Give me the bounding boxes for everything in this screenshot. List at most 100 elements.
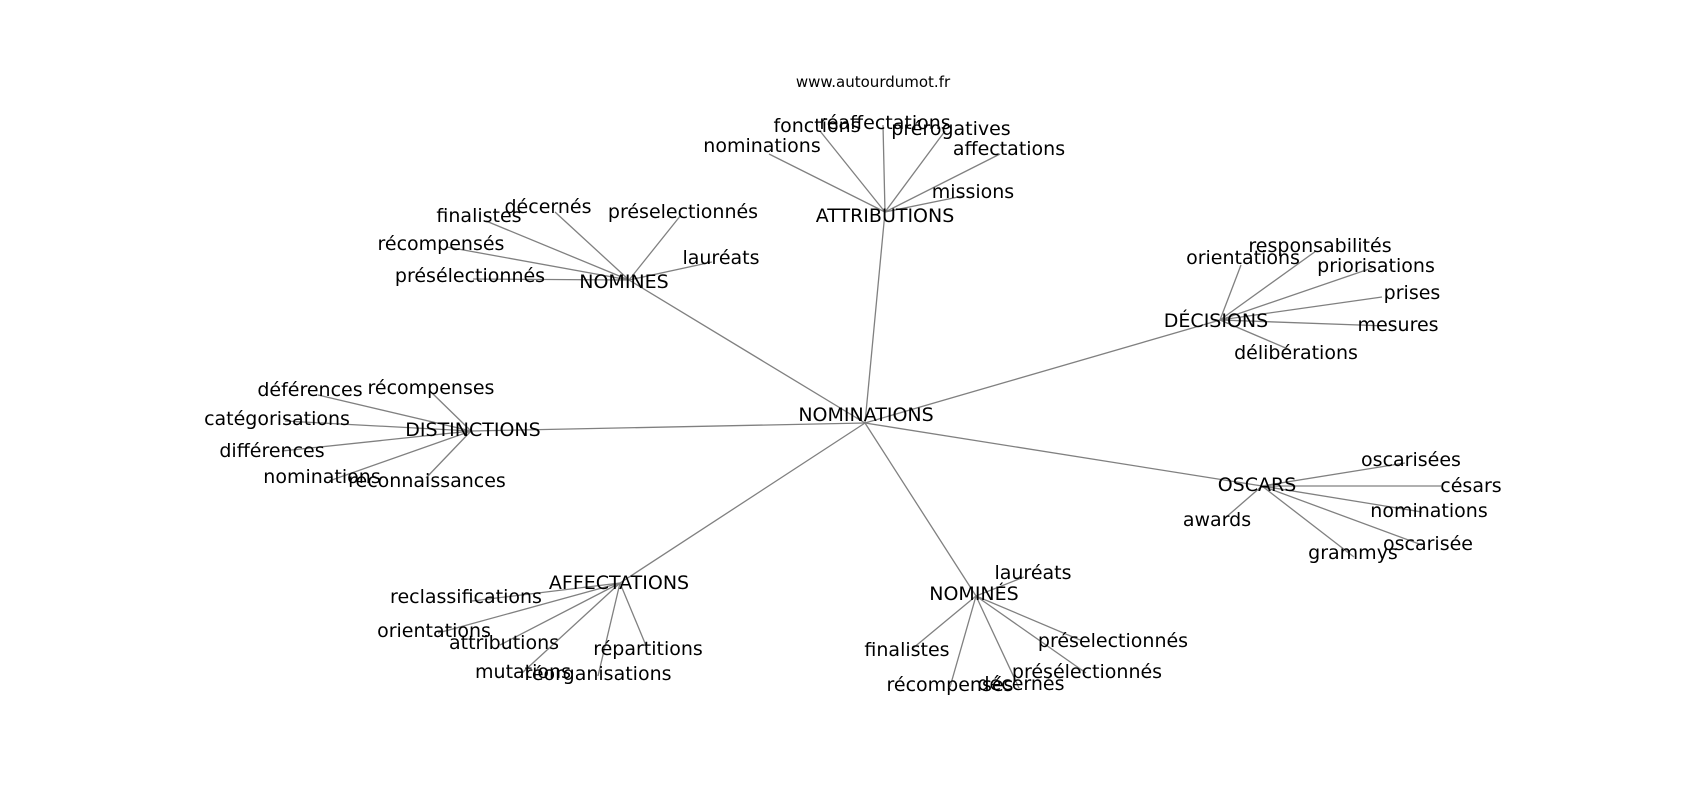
edge-hub-to-leaf (975, 595, 1020, 689)
edge-hub-to-leaf (619, 582, 648, 649)
leaf-node-label: préselectionnés (608, 201, 758, 223)
leaf-node-label: décernés (505, 196, 592, 218)
hub-node-label: NOMINES (579, 271, 668, 293)
graph-edges (281, 124, 1441, 689)
edge-hub-to-leaf (1219, 319, 1388, 327)
leaf-node-label: oscarisées (1361, 449, 1461, 471)
edge-hub-to-leaf (628, 214, 682, 281)
leaf-node-label: orientations (377, 620, 491, 642)
edge-hub-to-leaf (472, 278, 630, 281)
edge-center-to-hub (864, 422, 1263, 487)
edge-hub-to-leaf (425, 430, 472, 479)
leaf-node-label: finalistes (436, 205, 521, 227)
leaf-node-label: récompensés (887, 674, 1014, 696)
leaf-node-label: oscarisée (1383, 533, 1473, 555)
hub-node-label: AFFECTATIONS (549, 572, 689, 594)
edge-hub-to-leaf (1261, 485, 1423, 513)
leaf-node-label: nominations (703, 135, 820, 157)
leaf-node-label: responsabilités (1248, 235, 1391, 257)
edge-hub-to-leaf (328, 430, 472, 482)
leaf-node-label: délibérations (1234, 342, 1358, 364)
edge-hub-to-leaf (317, 394, 472, 432)
source-url-label: www.autourdumot.fr (796, 73, 951, 91)
leaf-node-label: récompensés (378, 233, 505, 255)
leaf-node-label: différences (219, 440, 324, 462)
edge-hub-to-leaf (597, 582, 621, 677)
edge-hub-to-leaf (521, 582, 621, 674)
edge-hub-to-leaf (485, 220, 630, 281)
leaf-node-label: missions (932, 181, 1014, 203)
leaf-node-label: affectations (953, 138, 1065, 160)
edge-hub-to-leaf (975, 576, 1025, 597)
leaf-node-label: priorisations (1317, 255, 1435, 277)
leaf-node-label: répartitions (593, 638, 703, 660)
hub-node-label: ATTRIBUTIONS (816, 205, 955, 227)
leaf-node-label: prérogatives (891, 118, 1010, 140)
leaf-node-label: déférences (257, 379, 362, 401)
leaf-node-label: présélectionnés (1012, 661, 1162, 683)
edge-hub-to-leaf (1219, 296, 1383, 321)
edge-hub-to-leaf (884, 195, 964, 213)
edge-hub-to-leaf (281, 430, 472, 452)
leaf-node-label: décernés (978, 673, 1065, 695)
edge-hub-to-leaf (1223, 485, 1263, 520)
edge-hub-to-leaf (819, 130, 886, 213)
edge-hub-to-leaf (884, 130, 946, 213)
leaf-node-label: catégorisations (204, 408, 350, 430)
edge-hub-to-leaf (884, 153, 1001, 213)
edge-hub-to-leaf (554, 211, 630, 281)
edge-hub-to-leaf (1219, 264, 1242, 321)
leaf-node-label: réaffectations (819, 112, 950, 134)
edge-hub-to-leaf (446, 246, 630, 281)
hub-node-label: OSCARS (1218, 474, 1297, 496)
edge-hub-to-leaf (1261, 462, 1406, 487)
leaf-node-label: lauréats (994, 562, 1071, 584)
leaf-node-label: finalistes (864, 639, 949, 661)
leaf-node-label: orientations (1186, 247, 1300, 269)
leaf-node-label: préselectionnés (1038, 630, 1188, 652)
leaf-node-label: mutations (475, 661, 571, 683)
edge-center-to-hub (864, 422, 977, 597)
edge-hub-to-leaf (911, 595, 977, 650)
leaf-node-label: reconnaissances (348, 470, 506, 492)
graph-labels: www.autourdumot.fr NOMINATIONS ATTRIBUTI… (204, 73, 1502, 696)
leaf-node-label: reclassifications (390, 586, 542, 608)
leaf-node-label: césars (1440, 475, 1501, 497)
edge-hub-to-leaf (430, 391, 472, 432)
leaf-node-label: récompenses (368, 377, 495, 399)
edge-hub-to-leaf (1219, 319, 1289, 350)
edge-center-to-hub (470, 422, 866, 432)
edge-hub-to-leaf (882, 124, 886, 213)
edge-hub-to-leaf (975, 595, 1087, 674)
leaf-node-label: attributions (449, 632, 559, 654)
leaf-node-label: prises (1384, 282, 1441, 304)
leaf-node-label: lauréats (682, 247, 759, 269)
leaf-node-label: présélectionnés (395, 265, 545, 287)
hub-node-label: DÉCISIONS (1164, 309, 1268, 332)
edge-hub-to-leaf (437, 582, 621, 634)
leaf-node-label: nominations (1370, 500, 1487, 522)
edge-hub-to-leaf (1219, 267, 1373, 321)
hub-node-label: NOMINÉS (929, 582, 1018, 605)
leaf-node-label: grammys (1308, 542, 1398, 564)
edge-hub-to-leaf (949, 595, 977, 688)
edge-hub-to-leaf (1261, 485, 1423, 546)
edge-hub-to-leaf (975, 595, 1081, 641)
edge-hub-to-leaf (499, 582, 621, 646)
edge-hub-to-leaf (1219, 250, 1317, 321)
leaf-node-label: réorganisations (524, 663, 671, 685)
edge-center-to-hub (864, 211, 886, 424)
edge-hub-to-leaf (284, 420, 472, 432)
hub-node-label: DISTINCTIONS (405, 419, 540, 441)
edge-center-to-hub (628, 279, 866, 424)
edge-hub-to-leaf (628, 261, 713, 281)
edge-hub-to-leaf (1261, 485, 1355, 558)
edge-hub-to-leaf (471, 582, 621, 602)
leaf-node-label: nominations (263, 466, 380, 488)
center-node-label: NOMINATIONS (798, 404, 933, 426)
edge-hub-to-leaf (768, 153, 886, 213)
edge-center-to-hub (619, 422, 866, 584)
edge-center-to-hub (864, 319, 1221, 424)
